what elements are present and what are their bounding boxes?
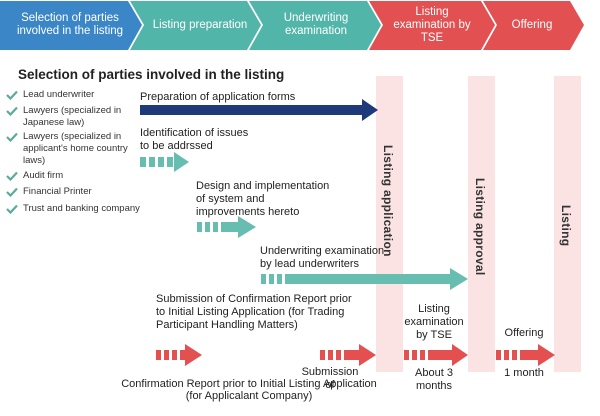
stage-label-underwriting: Underwriting examination bbox=[283, 12, 349, 37]
stage-label-selection: Selection of parties involved in the lis… bbox=[16, 12, 124, 37]
milestone-band-listing bbox=[554, 76, 581, 372]
party-item: Lead underwriter bbox=[6, 89, 141, 101]
party-item: Financial Printer bbox=[6, 186, 141, 198]
milestone-band-approval bbox=[468, 76, 495, 372]
task-label-tse-exam: Listing examination by TSE bbox=[404, 303, 464, 341]
check-icon bbox=[6, 204, 18, 214]
check-icon bbox=[6, 106, 18, 116]
milestone-label-application: Listing application bbox=[381, 145, 395, 257]
task-label-offering: Offering bbox=[504, 327, 544, 339]
stage-label-tse: Listing examination by TSE bbox=[393, 5, 471, 44]
task-label-system: Design and implementation of system and … bbox=[196, 180, 330, 218]
party-label: Trust and banking company bbox=[23, 203, 140, 214]
task-label-confirm-applicant-2: Confirmation Report prior to Initial Lis… bbox=[121, 378, 377, 390]
party-item: Trust and banking company bbox=[6, 203, 141, 215]
section-title: Selection of parties involved in the lis… bbox=[18, 67, 285, 82]
stage-chevron-preparation bbox=[130, 1, 261, 50]
party-label: Lawyers (specialized in Japanese law) bbox=[23, 105, 122, 128]
stage-chevron-offering bbox=[483, 1, 584, 50]
task-label-confirm-applicant-3: (for Applicalant Company) bbox=[185, 390, 313, 402]
party-label: Lead underwriter bbox=[23, 89, 95, 100]
stage-label-offering: Offering bbox=[511, 18, 553, 31]
arrow-forms bbox=[140, 99, 378, 121]
party-label: Audit firm bbox=[23, 170, 64, 181]
arrow-confirm-applicant bbox=[320, 344, 376, 366]
task-label-issues: Identification of issues to be addrssed bbox=[140, 127, 249, 152]
task-label-confirm-trading: Submission of Confirmation Report prior … bbox=[156, 293, 352, 331]
check-icon bbox=[6, 132, 18, 142]
stage-header bbox=[0, 1, 584, 50]
arrow-offering bbox=[496, 344, 555, 366]
stage-label-preparation: Listing preparation bbox=[152, 18, 248, 31]
party-label: Financial Printer bbox=[23, 186, 92, 197]
task-label-underwriting: Underwriting examination by lead underwr… bbox=[260, 245, 385, 270]
task-label-forms: Preparation of application forms bbox=[140, 91, 296, 103]
party-item: Lawyers (specialized in Japanese law) bbox=[6, 105, 141, 129]
arrow-tse-exam bbox=[404, 344, 468, 366]
check-icon bbox=[6, 187, 18, 197]
task-label-offering-duration: 1 month bbox=[504, 367, 544, 379]
arrow-issues bbox=[140, 152, 189, 172]
check-icon bbox=[6, 171, 18, 181]
check-icon bbox=[6, 90, 18, 100]
milestone-label-approval: Listing approval bbox=[473, 178, 487, 276]
arrow-system bbox=[197, 216, 256, 238]
arrow-underwriting bbox=[261, 268, 468, 290]
party-label: Lawyers (specialized in applicant's home… bbox=[23, 131, 128, 166]
stage-chevron-underwriting bbox=[249, 1, 381, 50]
milestone-band-application bbox=[376, 76, 403, 372]
task-label-tse-duration: About 3 months bbox=[415, 367, 453, 392]
stage-chevron-selection bbox=[0, 1, 142, 50]
party-item: Audit firm bbox=[6, 170, 141, 182]
party-item: Lawyers (specialized in applicant's home… bbox=[6, 131, 141, 167]
stage-chevron-tse bbox=[369, 1, 495, 50]
task-label-confirm-applicant-1: Submission of bbox=[301, 366, 359, 391]
milestone-label-listing: Listing bbox=[559, 205, 573, 247]
arrow-confirm-trading bbox=[156, 344, 202, 366]
